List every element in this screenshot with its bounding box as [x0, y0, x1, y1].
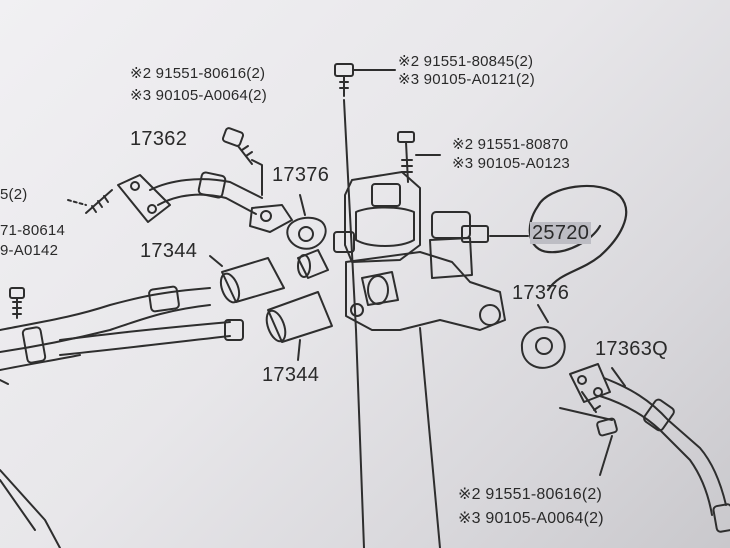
part-no-top-center-a: ※2 91551-80845(2)	[398, 53, 534, 70]
long-bolt-icon	[397, 131, 441, 183]
part-no-bottom-right-b: ※3 90105-A0064(2)	[458, 510, 604, 527]
callout-17344-bottom: 17344	[262, 364, 320, 386]
part-no-mid-right-a: ※2 91551-80870	[452, 136, 569, 153]
part-no-left-edge-a: 5(2)	[0, 186, 28, 203]
callout-17363q: 17363Q	[595, 338, 668, 360]
part-no-top-left-a: ※2 91551-80616(2)	[130, 65, 266, 82]
callout-25720-highlight: 25720	[530, 222, 592, 244]
hose-17344-bottom	[265, 291, 333, 361]
part-no-bottom-right-a: ※2 91551-80616(2)	[458, 486, 603, 503]
top-center-bolt-icon	[334, 63, 396, 548]
callout-17376-top: 17376	[272, 164, 330, 186]
callout-17344-top: 17344	[140, 240, 198, 262]
egr-valve-body	[333, 171, 506, 331]
callout-17362: 17362	[130, 128, 188, 150]
flange-bolt-icon	[221, 127, 263, 196]
part-no-top-center-b: ※3 90105-A0121(2)	[398, 71, 535, 88]
bottom-bolt-icon	[559, 391, 618, 476]
gasket-17376-right	[520, 304, 566, 369]
egr-pipe-17362	[117, 171, 293, 233]
gasket-17376-top	[286, 194, 327, 250]
left-edge-bolt-icon	[9, 287, 25, 319]
hose-17344-top	[209, 249, 329, 304]
left-hose-assembly	[0, 285, 244, 548]
stud-bolt-icon	[67, 189, 113, 214]
part-no-left-edge-c: 9-A0142	[0, 242, 59, 259]
callout-25720: 25720	[530, 222, 592, 245]
callout-17376-right: 17376	[512, 282, 570, 304]
leader-line	[419, 327, 441, 548]
part-no-top-left-b: ※3 90105-A0064(2)	[130, 87, 267, 104]
egr-pipe-17363q	[569, 363, 730, 533]
part-no-mid-right-b: ※3 90105-A0123	[452, 155, 570, 172]
part-no-left-edge-b: 71-80614	[0, 222, 65, 239]
